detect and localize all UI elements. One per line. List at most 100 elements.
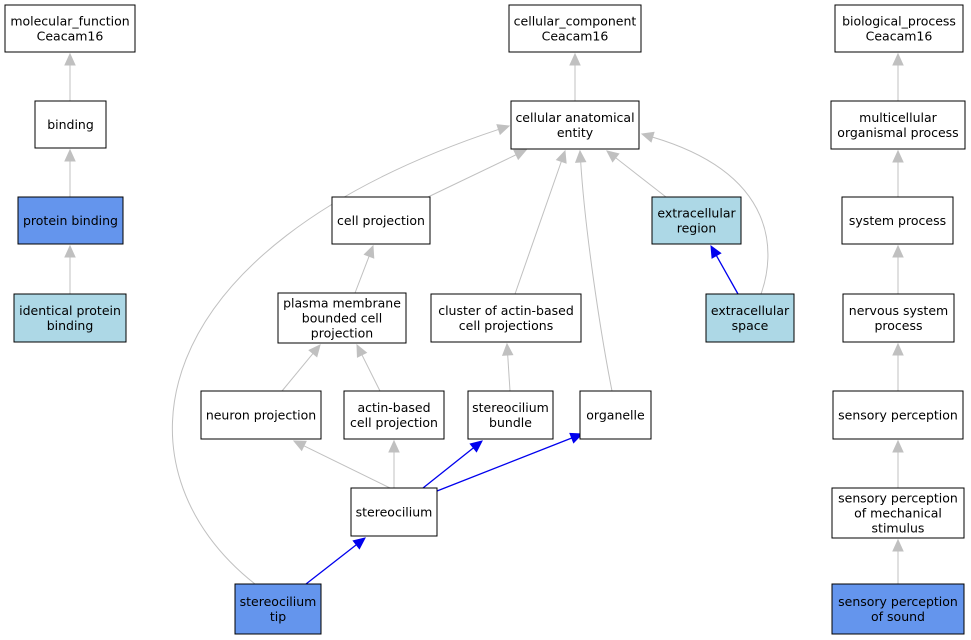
node-box [831,583,965,635]
node-box [842,293,955,343]
node-sensory-perception[interactable]: sensory perception [832,390,964,440]
node-label: identical protein [19,303,121,318]
node-label: binding [47,117,94,132]
edge-line [305,544,357,585]
edge-line [361,354,381,392]
node-label: Ceacam16 [866,29,933,44]
edge-nervous-system-process-to-system-process [892,244,904,294]
edge-arrowhead [710,244,722,259]
edge-line [436,437,573,492]
node-label: stereocilium [356,505,433,520]
node-system-process[interactable]: system process [841,196,954,245]
node-box [705,293,795,343]
node-box [510,100,640,150]
node-box [467,390,554,440]
node-label: region [677,221,717,236]
edge-arrowhead [388,439,400,453]
edge-arrowhead [555,149,567,164]
edge-stereocilium-tip-to-stereocilium [305,537,366,585]
node-label: bundle [489,415,532,430]
edge-protein-binding-to-binding [64,148,76,197]
node-label: sensory perception [838,408,958,423]
node-box [17,196,124,245]
edge-actin-based-cell-projection-to-plasma-membrane-bounded-cell-projection [356,343,381,392]
node-box [834,4,964,53]
edge-stereocilium-to-organelle [436,432,584,492]
edge-arrowhead [496,124,511,136]
edge-system-process-to-multicellular-organismal-process [892,149,904,197]
node-label: molecular_function [10,14,129,29]
node-label: cell projection [337,213,425,228]
edge-line [580,161,613,392]
edge-arrowhead [892,538,904,552]
edge-arrowhead [892,52,904,66]
node-label: Ceacam16 [542,29,609,44]
edge-stereocilium-to-stereocilium-bundle [422,440,483,489]
edge-arrowhead [64,148,76,162]
nodes-layer: molecular_functionCeacam16bindingprotein… [4,4,966,635]
node-label: extracellular [711,303,790,318]
node-label: cellular_component [514,14,637,29]
node-label: bounded cell [302,311,382,326]
node-box [34,100,107,149]
edge-plasma-membrane-bounded-cell-projection-to-cell-projection [354,244,375,294]
edge-line [514,161,562,295]
edge-arrowhead [892,244,904,258]
node-box [830,100,966,150]
edge-line [715,255,739,295]
node-binding[interactable]: binding [34,100,107,149]
edge-line [507,354,511,392]
node-label: biological_process [842,14,956,29]
node-cell-projection[interactable]: cell projection [331,196,431,245]
edge-sensory-perception-of-mechanical-stimulus-to-sensory-perception [892,439,904,488]
node-box [430,293,582,343]
node-box [343,390,445,440]
edges-layer [64,52,904,585]
node-label: binding [47,318,94,333]
node-stereocilium[interactable]: stereocilium [350,487,438,537]
node-protein-binding[interactable]: protein binding [17,196,124,245]
node-box [4,4,136,53]
edge-binding-to-mf-root [64,52,76,101]
edge-line [281,353,314,392]
edge-sensory-perception-to-nervous-system-process [892,342,904,391]
edge-identical-protein-binding-to-protein-binding [64,244,76,294]
edge-arrowhead [892,342,904,356]
node-label: neuron projection [206,408,316,423]
node-label: cell projection [350,415,438,430]
node-box [234,583,322,635]
node-box [350,487,438,537]
node-label: process [874,318,922,333]
node-label: Ceacam16 [37,29,104,44]
edge-arrowhead [606,150,620,163]
edge-arrowhead [513,149,528,161]
node-label: plasma membrane [283,296,401,311]
node-label: multicellular [859,110,938,125]
node-box [13,293,127,343]
edge-arrowhead [892,149,904,163]
edge-arrowhead [892,439,904,453]
node-label: cell projections [459,318,553,333]
node-box [200,390,322,440]
node-label: space [732,318,769,333]
node-organelle[interactable]: organelle [579,390,652,440]
node-box [579,390,652,440]
edge-line [354,256,370,294]
node-neuron-projection[interactable]: neuron projection [200,390,322,440]
